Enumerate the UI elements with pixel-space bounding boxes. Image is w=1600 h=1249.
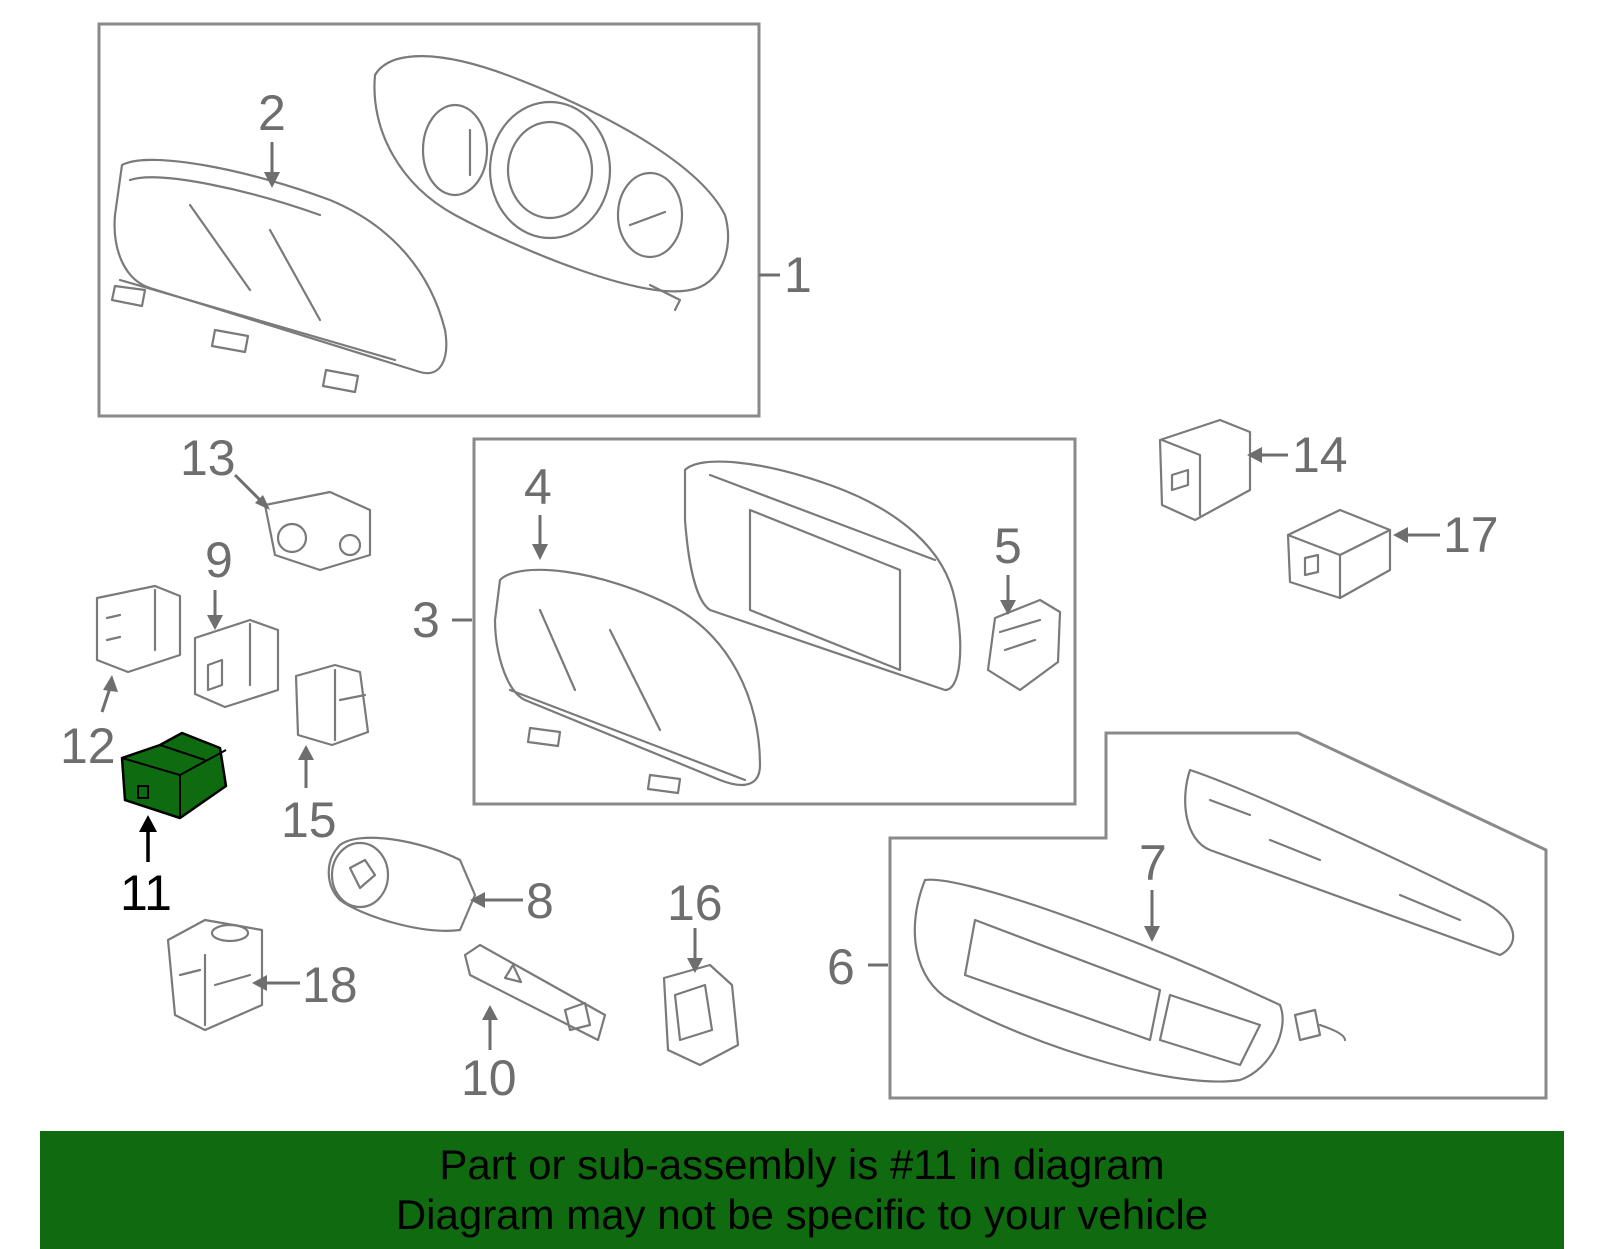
callout-9: 9 — [205, 532, 233, 588]
callout-13: 13 — [180, 430, 236, 486]
part-10-hazard-switch — [463, 943, 607, 1042]
callout-6: 6 — [827, 939, 855, 995]
callout-5: 5 — [994, 518, 1022, 574]
callout-18: 18 — [302, 957, 358, 1013]
callout-4: 4 — [524, 459, 552, 515]
part-11-switch — [120, 731, 228, 820]
part-15-bracket — [294, 663, 370, 747]
callout-15: 15 — [281, 792, 337, 848]
part-8-knob-switch — [327, 836, 477, 932]
callout-1: 1 — [784, 247, 812, 303]
callout-2: 2 — [258, 85, 286, 141]
callout-12: 12 — [60, 718, 116, 774]
group-frame-6 — [888, 731, 1548, 1100]
leaders — [100, 142, 1440, 1050]
callout-3: 3 — [412, 592, 440, 648]
info-banner: Part or sub-assembly is #11 in diagram D… — [40, 1131, 1564, 1249]
part-16-switch — [662, 963, 740, 1067]
callout-17: 17 — [1443, 507, 1499, 563]
banner-line-1: Part or sub-assembly is #11 in diagram — [439, 1141, 1165, 1188]
group-frame-3 — [472, 437, 1077, 806]
part-18-switch — [166, 918, 264, 1032]
callout-8: 8 — [526, 873, 554, 929]
part-9-switch — [193, 618, 280, 709]
part-14-switch — [1158, 418, 1252, 522]
part-3-meter-housing — [683, 460, 962, 692]
part-11-body — [120, 731, 228, 820]
part-2-cluster-lens — [110, 158, 448, 394]
callout-14: 14 — [1292, 427, 1348, 483]
callout-11: 11 — [120, 865, 172, 921]
callout-10: 10 — [461, 1050, 517, 1106]
part-7-climate-switch-board — [1184, 768, 1515, 957]
part-12-switch — [95, 584, 182, 674]
callout-7: 7 — [1139, 835, 1167, 891]
banner-line-2: Diagram may not be specific to your vehi… — [395, 1191, 1209, 1238]
part-5-connector — [986, 598, 1062, 692]
part-17-switch — [1286, 508, 1392, 600]
part-13-switch — [263, 490, 372, 572]
part-4-meter-lens — [493, 568, 762, 795]
group-frame-1 — [97, 22, 761, 418]
part-1-gauge-housing — [373, 55, 730, 312]
callout-16: 16 — [667, 875, 723, 931]
part-6-climate-panel — [913, 878, 1347, 1083]
